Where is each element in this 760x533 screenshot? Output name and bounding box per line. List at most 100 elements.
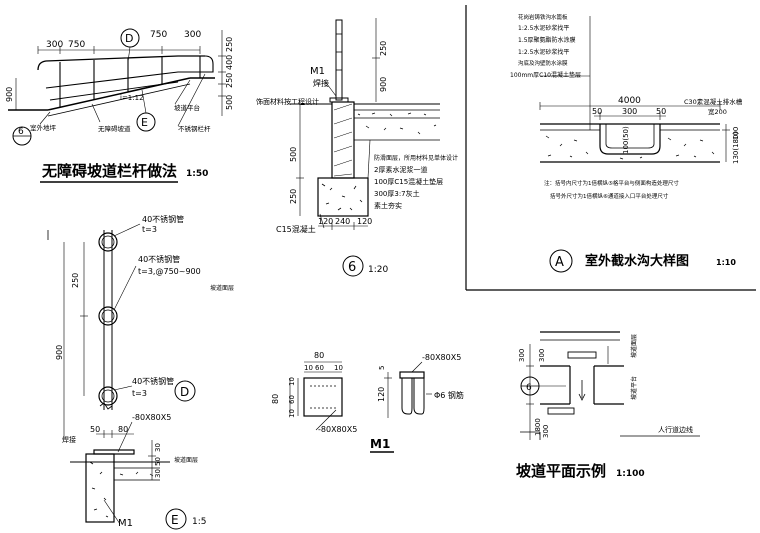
d-pipe3-thickness: t=3 [132, 389, 147, 398]
plan-texts: 300 300 1800 300 坡道面层 坡道平台 人行道边线 6 坡道平面示… [516, 334, 693, 480]
section6-dim-250-b: 250 [289, 189, 298, 204]
dim-400: 400 [225, 55, 234, 70]
section6-dim-240: 240 [335, 217, 350, 226]
e-dim-80: 80 [118, 425, 128, 434]
dim-900: 900 [5, 87, 14, 102]
m1-top-10-b: 10 [334, 364, 343, 372]
section6-dim-120-a: 120 [318, 217, 333, 226]
section6-dim-500: 500 [289, 147, 298, 162]
m1-side-80: 80 [271, 394, 280, 404]
title-drain-scale: 1:10 [716, 258, 736, 267]
section6-note-1: 防滑面层，所用材料见单体设计 [374, 154, 458, 162]
title-m1: M1 [370, 437, 390, 451]
detail-e-drawing [70, 421, 187, 530]
e-m1: M1 [118, 518, 133, 529]
m1-texts: 80 10 60 10 80 10 60 10 -80X80X5 -80X80X… [271, 351, 464, 451]
plan-label-sidewalk: 人行道边线 [658, 425, 693, 434]
e-dim-50: 50 [90, 425, 100, 434]
section6-dim-900: 900 [379, 77, 388, 92]
dim-750-a: 750 [68, 40, 85, 50]
drain-texts: 花岗岩铸铁沟水篦板 1:2.5水泥砂浆找平 1.5厚聚氨酯防水涂膜 1:2.5水… [510, 13, 743, 270]
m1-plate2: -80X80X5 [422, 353, 461, 362]
drain-dim-4000: 4000 [618, 96, 641, 106]
title-railing-scale: 1:50 [186, 169, 208, 179]
label-handrail: 不锈钢栏杆 [178, 124, 211, 133]
drain-note-6: 100mm厚C10混凝土垫层 [510, 71, 581, 79]
drain-dim-50-b: 50 [656, 107, 666, 116]
d-pipe2-spacing: t=3,@750~900 [138, 267, 201, 276]
m1-dim-5: 5 [378, 366, 386, 370]
m1-dim-120: 120 [377, 387, 386, 402]
m1-drawing [289, 361, 432, 453]
detail-d-drawing [47, 223, 196, 440]
drain-dim-130-180: 130(180) [732, 132, 740, 164]
d-pipe1: 40不锈钢管 [142, 214, 184, 224]
marker-d-letter: D [125, 32, 133, 45]
e-weld: 焊接 [62, 435, 76, 444]
plan-marker: 6 [526, 383, 532, 393]
d-pipe1-thickness: t=3 [142, 225, 157, 234]
drain-note-4: 1:2.5水泥砂浆找平 [518, 48, 569, 56]
section6-weld: 焊接 [313, 78, 329, 88]
dim-300-b: 300 [184, 30, 201, 40]
drain-note-1: 花岗岩铸铁沟水篦板 [518, 13, 568, 21]
m1-top-60: 60 [315, 364, 324, 372]
m1-plate: -80X80X5 [318, 425, 357, 434]
plan-dim-1800: 1800 [534, 418, 542, 436]
title-plan-scale: 1:100 [616, 469, 645, 479]
marker-e-letter: E [141, 116, 148, 129]
drain-c30: C30素混凝土排水槽 [684, 97, 743, 106]
e-dim-50: 50 [154, 457, 162, 466]
d-pipe3: 40不锈钢管 [132, 376, 174, 386]
m1-top-10-a: 10 [304, 364, 313, 372]
section6-note-2: 2厚素水泥浆一道 [374, 165, 427, 174]
e-scale: 1:5 [192, 517, 206, 527]
plan-label-finish: 坡道面层 [630, 334, 638, 358]
label-outdoor: 室外地坪 [30, 123, 57, 132]
section6-dim-120-b: 120 [357, 217, 372, 226]
section6-finish: 饰面材料按工程设计 [256, 97, 319, 106]
section6-scale: 1:20 [368, 265, 388, 275]
section-6-texts: M1 焊接 饰面材料按工程设计 250 900 500 250 120 240 … [256, 41, 458, 275]
railing-elevation [8, 28, 226, 146]
section6-note-3: 100厚C15混凝土垫层 [374, 177, 443, 186]
slope-note: i=1:12 [120, 94, 144, 102]
drain-dim-100-50: 100(50) [622, 126, 630, 154]
dim-300-a: 300 [46, 40, 63, 50]
railing-texts: 300 750 750 300 250 400 250 500 900 i=1:… [5, 30, 234, 183]
d-dim-250: 250 [71, 273, 80, 288]
plan-dim-300-b: 300 [538, 349, 546, 362]
d-dim-900: 900 [55, 345, 64, 360]
section6-marker: 6 [348, 260, 356, 275]
e-marker: E [171, 513, 179, 527]
dim-500: 500 [225, 95, 234, 110]
e-dim-30-a: 30 [154, 443, 162, 452]
drain-marker: A [555, 255, 564, 270]
m1-top-80: 80 [314, 351, 324, 360]
d-finish: 坡道面层 [210, 284, 234, 292]
plan-dim-300-c: 300 [542, 425, 550, 438]
drain-drawing [539, 16, 730, 273]
m1-rod: Φ6 钢筋 [434, 390, 464, 400]
drain-note-3: 1.5厚聚氨酯防水涂膜 [518, 36, 576, 44]
section6-note-5: 素土夯实 [374, 201, 402, 210]
d-pipe2: 40不锈钢管 [138, 254, 180, 264]
section6-dim-250-a: 250 [379, 41, 388, 56]
section6-m1: M1 [310, 66, 325, 77]
drain-dim-50-a: 50 [592, 107, 602, 116]
label-platform: 坡道平台 [174, 103, 200, 112]
m1-side-10-a: 10 [288, 377, 296, 386]
plan-drawing [520, 331, 700, 440]
drain-note-2: 1:2.5水泥砂浆找平 [518, 24, 569, 32]
label-slope: 无障碍坡道 [98, 124, 131, 133]
detail-de-texts: 40不锈钢管 t=3 40不锈钢管 t=3,@750~900 40不锈钢管 t=… [55, 214, 234, 529]
plan-dim-300-a: 300 [518, 349, 526, 362]
panel-border [465, 5, 756, 291]
e-dim-30-b: 30 [154, 469, 162, 478]
plan-label-platform: 坡道平台 [630, 376, 638, 400]
dim-250-a: 250 [225, 37, 234, 52]
drain-foot-2: 括号外尺寸为1倍横纵⑥通道接入口平台处理尺寸 [550, 192, 669, 200]
e-finish: 坡道面层 [174, 456, 198, 464]
